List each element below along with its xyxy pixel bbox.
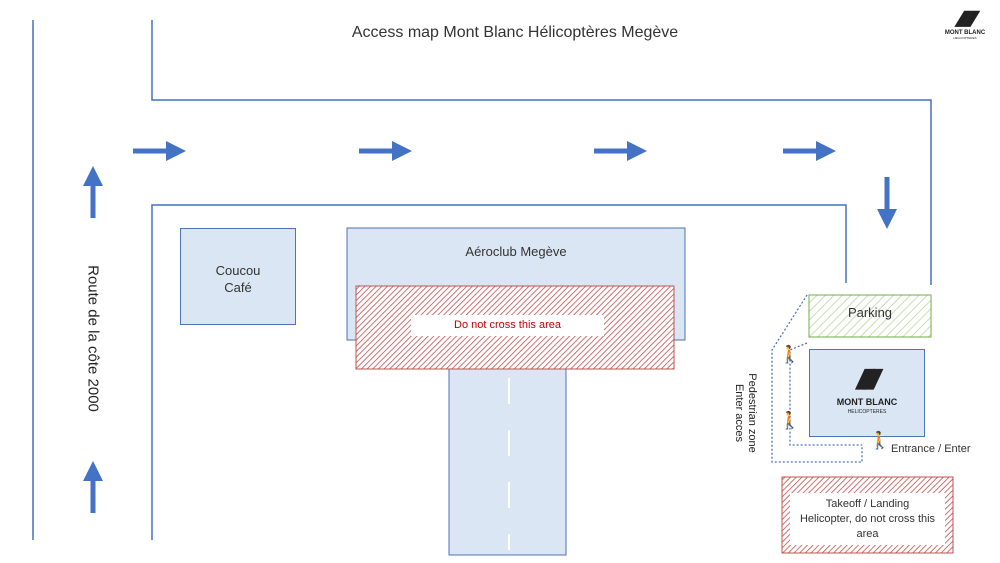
takeoff-label-bg bbox=[790, 493, 945, 545]
no-cross-label-bg bbox=[411, 315, 604, 336]
logo-mark-icon: ▮▮ bbox=[851, 362, 883, 392]
takeoff-label: Takeoff / Landing Helicopter, do not cro… bbox=[790, 497, 945, 542]
road-edge-top bbox=[151, 20, 932, 285]
pedestrian-icon: 🚶 bbox=[779, 411, 801, 430]
road-label: Route de la côte 2000 bbox=[84, 265, 102, 412]
pedestrian-path bbox=[771, 294, 863, 463]
pedestrian-zone-line: Enter acces bbox=[733, 383, 745, 443]
building-logo-sub: HELICOPTERES bbox=[847, 409, 887, 415]
entrance-label: Entrance / Enter bbox=[891, 443, 971, 455]
logo-mark-icon: ▮▮ bbox=[952, 7, 977, 29]
pedestrian-icon: 🚶 bbox=[869, 431, 891, 450]
runway bbox=[448, 368, 567, 556]
pedestrian-zone-label: Pedestrian zone Enter acces bbox=[732, 353, 758, 473]
no-cross-label: Do not cross this area bbox=[454, 319, 561, 331]
road-edge-inner bbox=[151, 204, 847, 540]
parking-area bbox=[808, 294, 932, 338]
helicopter-building: ▮▮ MONT BLANC HELICOPTERES bbox=[809, 349, 925, 437]
header-logo: ▮▮ MONT BLANC HELICOPTERES bbox=[930, 5, 1000, 40]
takeoff-line: Helicopter, do not cross this bbox=[799, 513, 936, 525]
cafe-label: Coucou bbox=[215, 263, 261, 278]
parking-label: Parking bbox=[847, 305, 893, 320]
page-title: Access map Mont Blanc Hélicoptères Megèv… bbox=[351, 24, 679, 41]
cafe-label: Café bbox=[224, 280, 252, 295]
aeroclub-label: Aéroclub Megève bbox=[465, 244, 567, 259]
logo-brand: MONT BLANC bbox=[944, 30, 986, 36]
building-logo-brand: MONT BLANC bbox=[836, 397, 898, 407]
takeoff-line: area bbox=[856, 528, 879, 540]
logo-sub: HELICOPTERES bbox=[953, 36, 977, 40]
pedestrian-icon: 🚶 bbox=[779, 345, 801, 364]
pedestrian-zone-line: Pedestrian zone bbox=[746, 373, 758, 453]
takeoff-line: Takeoff / Landing bbox=[825, 498, 910, 510]
cafe-building: Coucou Café bbox=[180, 228, 296, 325]
